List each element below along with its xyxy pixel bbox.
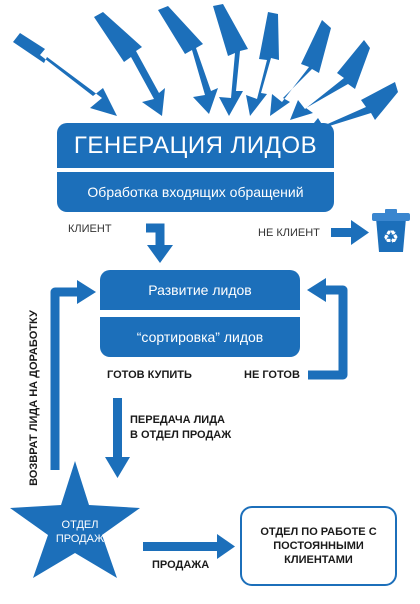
- lead-sorting-box: “сортировка” лидов: [100, 317, 300, 357]
- not-client-arrowhead: [351, 220, 369, 245]
- handoff-label-line2: В ОТДЕЛ ПРОДАЖ: [130, 429, 232, 441]
- return-label-text: ВОЗВРАТ ЛИДА НА ДОРАБОТКУ: [28, 310, 40, 486]
- lightning-arrow-1: [13, 33, 117, 116]
- not-ready-label: НЕ ГОТОВ: [244, 369, 300, 381]
- sales-department-label: ОТДЕЛ ПРОДАЖ: [30, 518, 130, 546]
- handoff-label-line1: ПЕРЕДАЧА ЛИДА: [130, 414, 225, 426]
- lightning-arrow-2: [94, 12, 165, 116]
- recycle-bin-icon: ♻: [372, 209, 410, 252]
- return-loop-arrow: [50, 287, 80, 470]
- lightning-arrow-7: [290, 40, 370, 120]
- sale-arrow-shaft: [143, 542, 219, 551]
- return-loop-arrowhead: [77, 280, 96, 304]
- lightning-arrow-3: [158, 6, 218, 114]
- svg-text:♻: ♻: [383, 227, 399, 248]
- lightning-arrow-6: [270, 20, 331, 116]
- incoming-requests-box: Обработка входящих обращений: [57, 172, 334, 212]
- lead-generation-title: ГЕНЕРАЦИЯ ЛИДОВ: [57, 123, 334, 168]
- regular-clients-line3: КЛИЕНТАМИ: [284, 554, 353, 566]
- regular-clients-line2: ПОСТОЯННЫМИ: [273, 540, 364, 552]
- sales-star: [10, 461, 140, 578]
- ready-to-buy-label: ГОТОВ КУПИТЬ: [107, 369, 192, 381]
- client-arrowhead: [147, 245, 173, 263]
- not-client-label: НЕ КЛИЕНТ: [258, 227, 320, 239]
- sale-label: ПРОДАЖА: [152, 559, 210, 571]
- sales-label-line2: ПРОДАЖ: [55, 533, 105, 545]
- handoff-arrow-shaft: [113, 398, 122, 460]
- lightning-arrow-5: [246, 12, 279, 116]
- lightning-arrows: [13, 4, 398, 134]
- sales-label-line1: ОТДЕЛ: [61, 519, 99, 531]
- regular-clients-box: ОТДЕЛ ПО РАБОТЕ С ПОСТОЯННЫМИ КЛИЕНТАМИ: [240, 506, 397, 586]
- not-ready-loop-arrow: [308, 285, 348, 380]
- lightning-arrow-8: [305, 82, 398, 134]
- lead-nurturing-box: Развитие лидов: [100, 270, 300, 310]
- lightning-arrow-4: [213, 4, 248, 116]
- regular-clients-line1: ОТДЕЛ ПО РАБОТЕ С: [260, 526, 377, 538]
- handoff-arrowhead: [105, 457, 130, 478]
- sale-arrowhead: [217, 534, 235, 559]
- not-ready-loop-arrowhead: [307, 278, 326, 302]
- not-client-arrow-shaft: [331, 228, 353, 237]
- client-label: КЛИЕНТ: [68, 223, 112, 235]
- client-arrow: [146, 223, 165, 248]
